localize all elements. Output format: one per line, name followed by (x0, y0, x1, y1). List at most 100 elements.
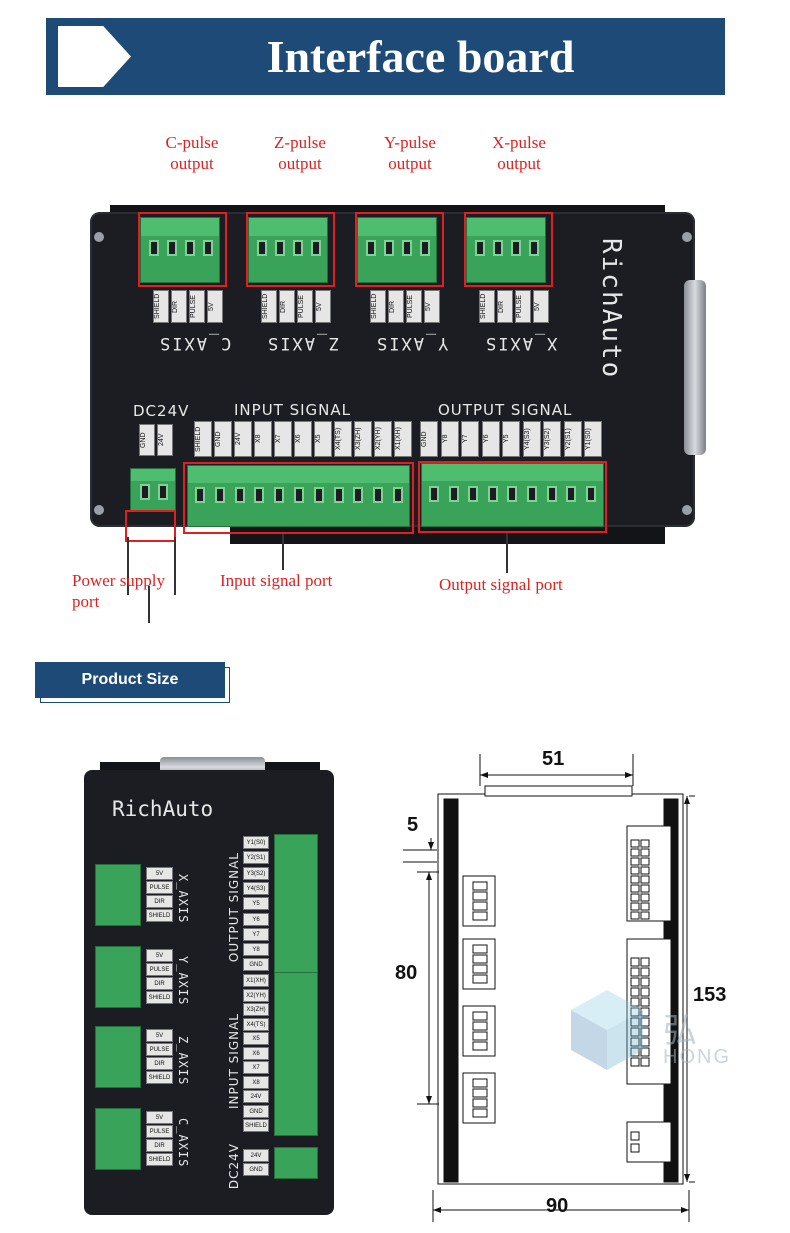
brand-logo: RichAuto (596, 238, 626, 380)
pin-label: DIR (146, 977, 173, 990)
output-port-callout: Output signal port (439, 575, 563, 594)
power-terminal (274, 1147, 318, 1179)
pin-label: DIR (146, 1057, 173, 1070)
pin-label: X2(YH) (243, 988, 269, 1002)
dim-offset: 5 (407, 814, 419, 836)
pin-label: X3(ZH) (243, 1003, 269, 1016)
pin-label: Y7 (243, 927, 269, 941)
pin-label: X8 (243, 1075, 269, 1089)
pin-label: X4(TS) (334, 421, 352, 457)
leader-line (282, 534, 284, 570)
axis-label: C_AXIS (158, 333, 232, 353)
pin-label: PULSE (297, 290, 313, 323)
axis-terminal (95, 1108, 141, 1170)
pin-label: 5V (315, 290, 331, 323)
axis-port-highlight (138, 212, 227, 287)
axis-terminal (140, 217, 220, 283)
pin-label: Y4(S3) (522, 421, 541, 457)
dimension-drawing (403, 754, 695, 1222)
pin-label: Y2(S1) (563, 421, 582, 457)
dim-bottom: 90 (546, 1195, 569, 1217)
axis-terminal (248, 217, 328, 283)
axis-label: Y_AXIS (375, 333, 449, 353)
pin-label: SHIELD (194, 421, 212, 457)
pin-label: X7 (243, 1061, 269, 1074)
leader-line (127, 537, 129, 595)
pin-label: Y1(S0) (584, 421, 602, 457)
title-banner: Interface board (46, 18, 725, 95)
power-terminal (130, 468, 176, 512)
pin-label: 24V (243, 1149, 269, 1162)
axis-terminal (466, 217, 546, 283)
pin-label: DIR (146, 895, 173, 908)
pin-label: Y3(S2) (243, 866, 269, 880)
pin-label: DIR (146, 1139, 173, 1152)
axis-terminal (95, 946, 141, 1008)
pin-label: SHIELD (146, 1071, 173, 1084)
pin-label: Y4(S3) (243, 881, 269, 895)
leader-line (506, 533, 508, 573)
pin-label: SHIELD (261, 290, 277, 323)
pin-label: 5V (146, 1029, 173, 1042)
pin-label: Y8 (243, 943, 269, 957)
pin-label: DIR (171, 290, 187, 323)
pin-label: Y2(S1) (243, 851, 269, 865)
axis-label: X_AXIS (176, 874, 190, 924)
pin-label: SHIELD (146, 909, 173, 922)
leader-line (174, 537, 176, 595)
dc24v-label: DC24V (133, 402, 190, 420)
pin-label: DIR (497, 290, 513, 323)
input-terminal (274, 972, 318, 1136)
pin-label: DIR (388, 290, 404, 323)
axis-port-highlight (464, 212, 553, 287)
pin-label: SHIELD (370, 290, 386, 323)
watermark-en: HONG (663, 1046, 731, 1068)
pin-label: PULSE (515, 290, 531, 323)
page-title: Interface board (266, 31, 575, 82)
output-signal-title: OUTPUT SIGNAL (227, 852, 241, 963)
axis-terminal (95, 1026, 141, 1088)
pin-label: Y5 (243, 897, 269, 911)
power-port-callout: Power supply port (72, 571, 166, 611)
pin-label: 5V (146, 867, 173, 880)
pin-label: DIR (279, 290, 295, 323)
pin-label: X3(ZH) (354, 421, 372, 457)
dim-left: 80 (395, 962, 418, 984)
pin-label: GND (214, 421, 232, 457)
pin-label: 5V (146, 1111, 173, 1124)
watermark-cn: 弘 (663, 1012, 697, 1050)
output-terminal (421, 463, 604, 527)
pin-label: GND (139, 424, 155, 456)
output-signal-title: OUTPUT SIGNAL (438, 401, 573, 419)
brand-logo: RichAuto (112, 797, 214, 821)
pin-label: X8 (254, 421, 272, 457)
pin-label: PULSE (189, 290, 205, 323)
input-signal-title: INPUT SIGNAL (234, 401, 352, 419)
input-terminal (187, 465, 410, 527)
pin-label: PULSE (146, 963, 173, 976)
product-size-heading: Product Size (35, 662, 225, 698)
pin-label: Y1(S0) (243, 836, 269, 849)
screw-icon (94, 232, 104, 242)
pin-label: GND (243, 1163, 269, 1176)
screw-icon (94, 505, 104, 515)
dim-right: 153 (693, 984, 727, 1006)
pin-label: 5V (207, 290, 223, 323)
pin-label: SHIELD (243, 1119, 269, 1132)
pin-label: Y3(S2) (543, 421, 561, 457)
pin-label: SHIELD (479, 290, 495, 323)
pin-label: X5 (243, 1032, 269, 1045)
dim-top: 51 (542, 748, 565, 770)
watermark-logo-icon (571, 990, 643, 1070)
pin-label: 5V (533, 290, 549, 323)
pin-label: Y6 (481, 421, 500, 457)
leader-line (148, 586, 150, 623)
axis-port-highlight (246, 212, 335, 287)
axis-port-highlight (355, 212, 444, 287)
pin-label: PULSE (406, 290, 422, 323)
output-port-highlight (418, 461, 607, 533)
